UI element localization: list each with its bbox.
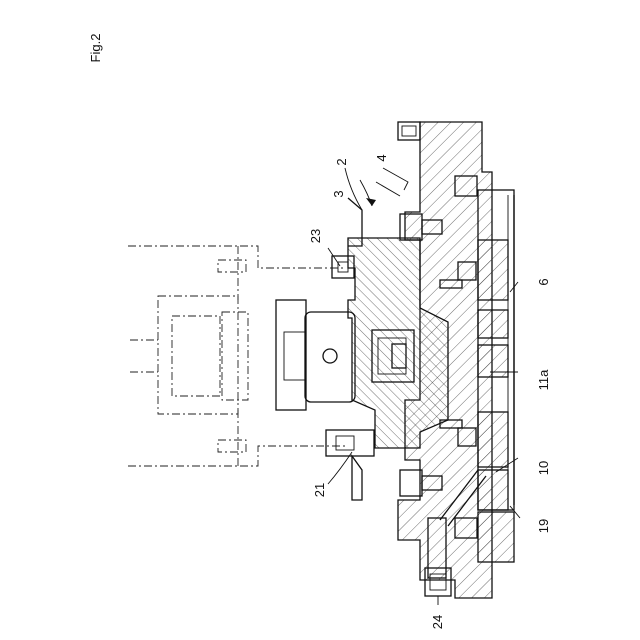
callout-19: 19 — [536, 519, 551, 533]
phantom-workpiece — [128, 246, 345, 466]
callout-10: 10 — [536, 461, 551, 475]
arrow-2 — [360, 180, 376, 206]
callout-21: 21 — [312, 483, 327, 497]
callout-2: 2 — [334, 158, 349, 165]
callout-3: 3 — [331, 190, 346, 197]
callout-24: 24 — [430, 615, 445, 629]
callout-11a: 11a — [536, 369, 551, 390]
callout-6: 6 — [536, 278, 551, 285]
clamp-21 — [326, 430, 374, 500]
lower-plate — [478, 190, 514, 562]
figure-label: Fig.2 — [88, 34, 103, 63]
callout-23: 23 — [308, 229, 323, 243]
callout-4: 4 — [374, 154, 389, 161]
